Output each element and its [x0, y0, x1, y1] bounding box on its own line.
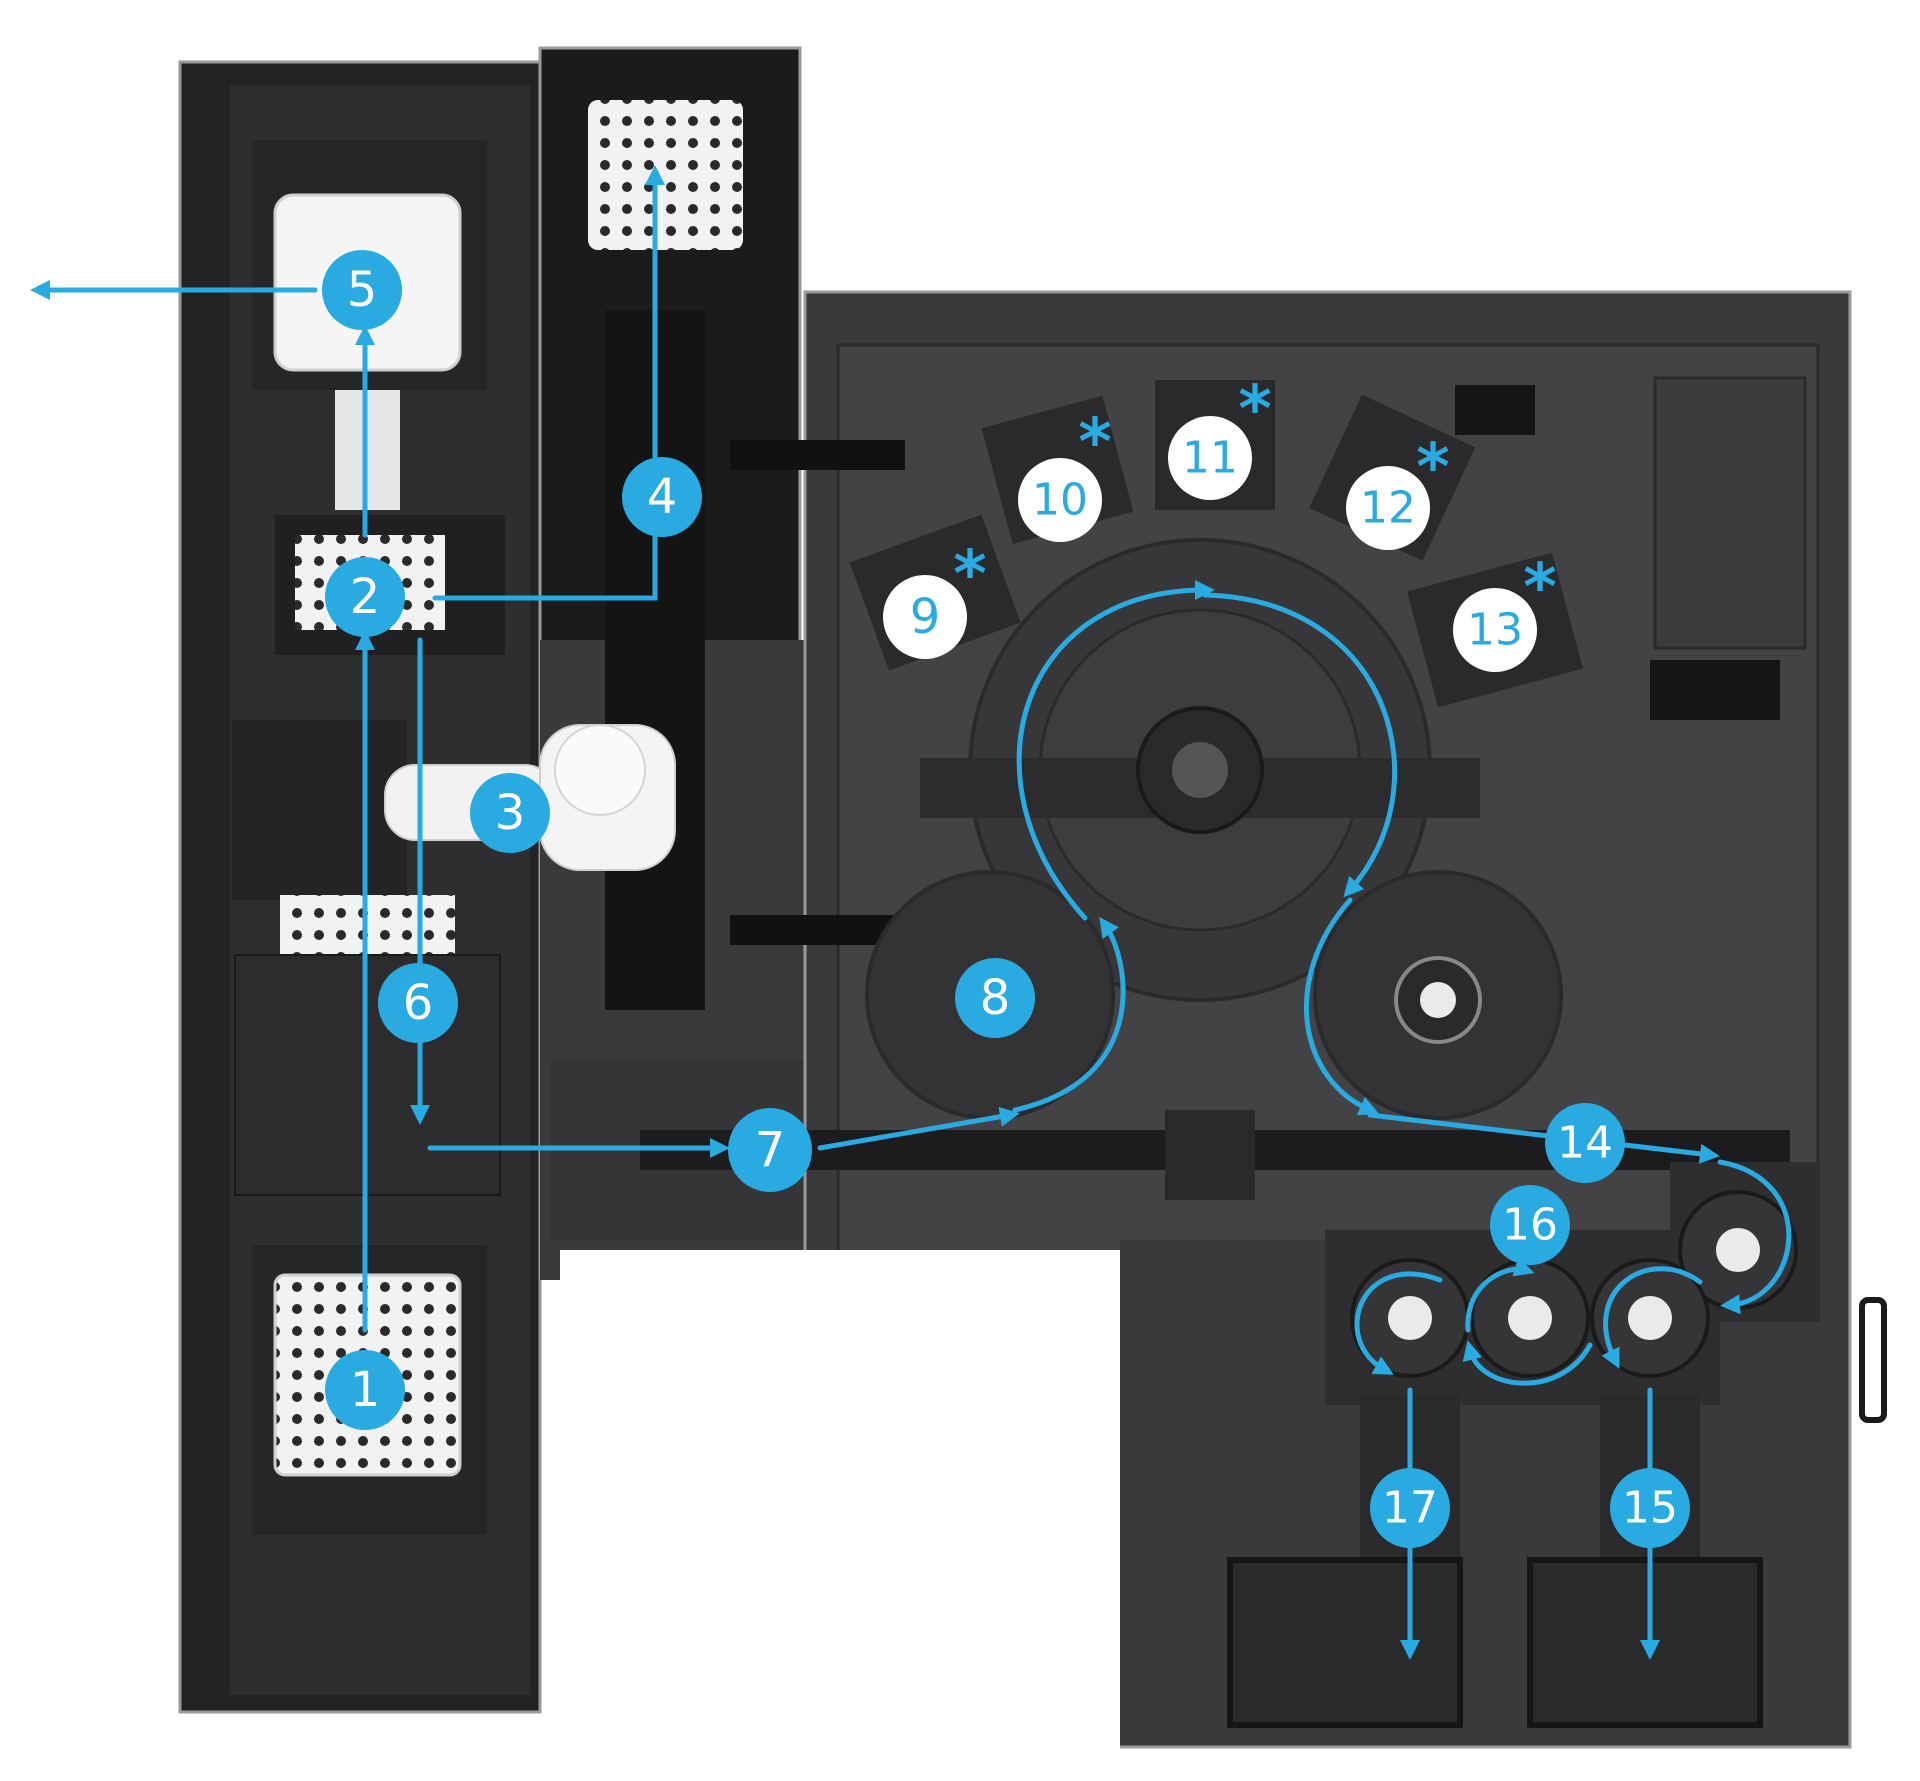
station-10-asterisk: * [1078, 406, 1111, 480]
cutout [560, 1250, 1120, 1781]
marker-5-label: 5 [347, 262, 378, 318]
station-10: 10 * [1018, 406, 1112, 542]
station-11-asterisk: * [1238, 373, 1271, 447]
marker-1: 1 [325, 1350, 405, 1430]
station-disc-14-bore [1716, 1228, 1760, 1272]
station-12-asterisk: * [1416, 431, 1449, 505]
station-disc-15-bore [1628, 1296, 1672, 1340]
robot-mount [232, 720, 407, 900]
marker-7: 7 [728, 1108, 812, 1192]
station-13-label: 13 [1467, 605, 1523, 656]
marker-14-label: 14 [1557, 1118, 1613, 1169]
arrow-16-up [1465, 1257, 1535, 1333]
right-turntable-bore [1420, 982, 1456, 1018]
bin-17 [1227, 1557, 1463, 1728]
marker-6: 6 [378, 963, 458, 1043]
marker-5: 5 [322, 250, 402, 330]
station-10-label: 10 [1032, 475, 1088, 526]
arrow-17-loop [1354, 1271, 1443, 1375]
marker-2: 2 [325, 557, 405, 637]
marker-14: 14 [1545, 1103, 1625, 1183]
marker-4: 4 [622, 457, 702, 537]
station-disc-16-bore [1508, 1296, 1552, 1340]
rail-lower [730, 915, 905, 945]
station-13: 13 * [1453, 551, 1557, 672]
station-disc-17-bore [1388, 1296, 1432, 1340]
flow-arrows [30, 165, 1792, 1660]
rotary-center [1172, 742, 1228, 798]
marker-2-label: 2 [350, 569, 381, 625]
station-12-label: 12 [1360, 483, 1416, 534]
marker-3-label: 3 [495, 785, 526, 841]
station-9-asterisk: * [953, 538, 986, 612]
station-markers: 9 * 10 * 11 * 12 * 13 * [883, 373, 1557, 672]
marker-17: 17 [1370, 1468, 1450, 1548]
marker-7-label: 7 [755, 1122, 786, 1178]
rotary-table [920, 538, 1480, 1002]
arrow-16-loop [1462, 1340, 1593, 1386]
marker-15-label: 15 [1622, 1483, 1678, 1534]
arrow-rotary-to-right [1202, 592, 1397, 898]
marker-4-label: 4 [647, 469, 678, 525]
cabinet-slot-1 [1455, 385, 1535, 435]
arrow-right-loop [1304, 897, 1380, 1116]
arrow-14-loop [1717, 1159, 1792, 1315]
arrow-2-to-4 [432, 165, 665, 601]
marker-3: 3 [470, 773, 550, 853]
bin-15 [1527, 1557, 1763, 1728]
station-9-label: 9 [910, 589, 941, 645]
arrow-15-loop [1601, 1266, 1703, 1369]
marker-8: 8 [955, 958, 1035, 1038]
marker-1-label: 1 [350, 1362, 381, 1418]
arrow-to-14 [1367, 1112, 1720, 1164]
marker-17-label: 17 [1382, 1483, 1438, 1534]
arrow-rotary-cw [1016, 580, 1215, 921]
buffer-tray [588, 100, 743, 250]
station-9: 9 * [883, 538, 987, 659]
station-12: 12 * [1346, 431, 1450, 550]
marker-15: 15 [1610, 1468, 1690, 1548]
station-11: 11 * [1168, 373, 1272, 500]
station-13-asterisk: * [1523, 551, 1556, 625]
robot-arm-joint [554, 724, 646, 816]
marker-16: 16 [1490, 1185, 1570, 1265]
center-block [1165, 1110, 1255, 1200]
rail-upper [730, 440, 905, 470]
process-markers: 1 2 3 4 5 6 7 8 14 15 16 17 [322, 250, 1690, 1548]
marker-16-label: 16 [1502, 1200, 1558, 1251]
arrow-7-to-8 [817, 1106, 1020, 1151]
door-handle [1859, 1297, 1887, 1423]
arrow-8-loop [1012, 916, 1126, 1113]
cabinet-slot-2 [1650, 660, 1780, 720]
station-11-label: 11 [1182, 433, 1238, 484]
marker-6-label: 6 [403, 975, 434, 1031]
side-cabinet [1653, 376, 1807, 650]
marker-8-label: 8 [980, 970, 1011, 1026]
